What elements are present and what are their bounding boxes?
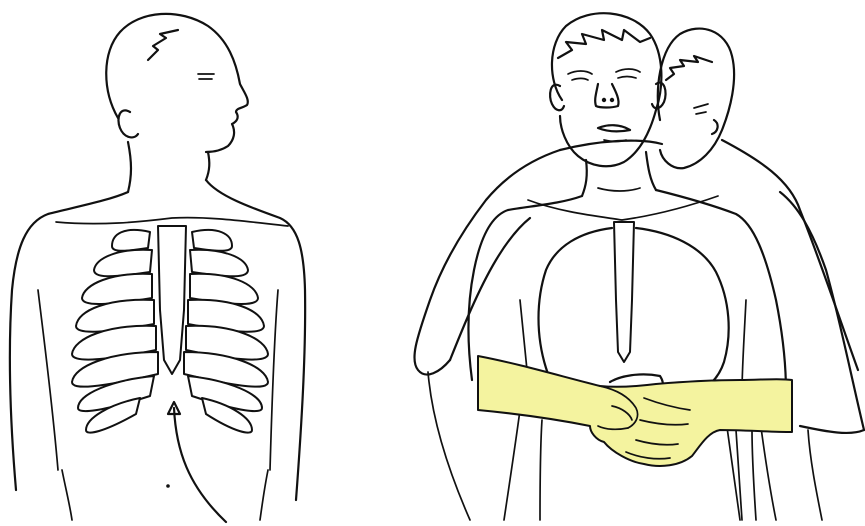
right-panel bbox=[414, 13, 864, 520]
left-ribs-viewer-left bbox=[72, 230, 158, 433]
hand-highlight bbox=[478, 356, 792, 466]
left-panel bbox=[10, 14, 305, 522]
left-head bbox=[106, 14, 248, 192]
left-ribs-viewer-right bbox=[184, 230, 268, 433]
left-sternum bbox=[158, 226, 186, 374]
